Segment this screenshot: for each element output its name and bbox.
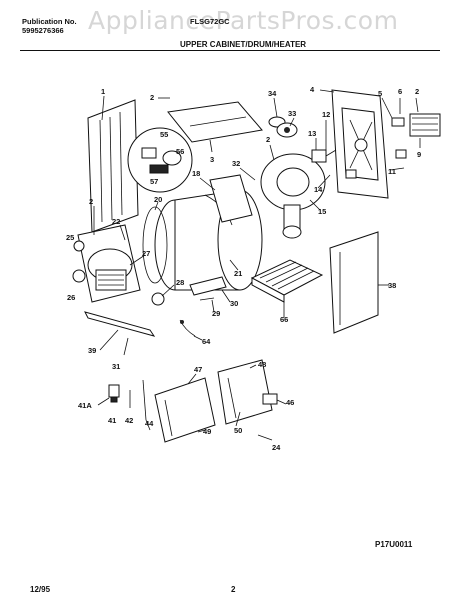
detail-circle-part	[127, 127, 193, 193]
callout-label: 3	[210, 155, 214, 164]
blower-wheel-part	[268, 116, 298, 138]
callout-label: 21	[234, 269, 242, 278]
callout-label: 32	[232, 159, 240, 168]
callout-label: 31	[112, 362, 120, 371]
callout-label: 49	[203, 427, 211, 436]
callout-label: 56	[176, 147, 184, 156]
callout-label: 13	[308, 129, 316, 138]
publication-number: 5995276366	[22, 26, 64, 35]
rear-bulkhead-part	[331, 89, 389, 199]
heater-bracket-part	[189, 276, 227, 301]
model-number: FLSG72GC	[190, 17, 230, 26]
callout-label: 15	[318, 207, 326, 216]
wire-harness-part	[179, 319, 196, 337]
callout-label: 12	[322, 110, 330, 119]
callout-label: 55	[160, 130, 168, 139]
thermostat-part	[311, 149, 337, 163]
callout-label: 66	[280, 315, 288, 324]
drum-part	[154, 174, 263, 291]
sensor-part	[151, 292, 165, 306]
callout-label: 2	[266, 135, 270, 144]
section-title: UPPER CABINET/DRUM/HEATER	[180, 40, 307, 49]
header-rule	[20, 50, 440, 51]
callout-label: 25	[66, 233, 74, 242]
page-number: 2	[231, 585, 236, 594]
bracket-parts	[345, 113, 441, 179]
lint-filter-part	[84, 311, 156, 337]
callout-label: 27	[142, 249, 150, 258]
heater-element-part	[250, 259, 324, 303]
callout-label: 30	[230, 299, 238, 308]
side-panel-part	[329, 231, 379, 334]
callout-label: 42	[125, 416, 133, 425]
callout-label: 2	[150, 93, 154, 102]
back-panel-part	[87, 99, 139, 233]
callout-label: 47	[194, 365, 202, 374]
callout-label: 2	[415, 87, 419, 96]
callout-labels: 1 2 3 4 5 6 2 9 12 13 34 33 2 14 15 11 5…	[66, 85, 421, 452]
roller-parts	[72, 240, 86, 283]
watermark: AppliancePartsPros.com	[88, 6, 399, 35]
blower-housing-part	[260, 153, 326, 239]
callout-label: 26	[67, 293, 75, 302]
callout-label: 11	[388, 167, 396, 176]
callout-label: 44	[145, 419, 154, 428]
callout-label: 1	[101, 87, 105, 96]
callout-label: 38	[388, 281, 396, 290]
callout-label: 33	[288, 109, 296, 118]
callout-label: 14	[314, 185, 323, 194]
callout-label: 50	[234, 426, 242, 435]
small-hardware-parts	[108, 379, 278, 441]
callout-label: 4	[310, 85, 315, 94]
revision-date: 12/95	[30, 585, 51, 594]
cover-panel-part	[217, 359, 273, 425]
callout-label: 41A	[78, 401, 92, 410]
front-bulkhead-part	[77, 224, 141, 303]
callout-label: 64	[202, 337, 211, 346]
callout-label: 34	[268, 89, 277, 98]
callout-label: 41	[108, 416, 116, 425]
callout-label: 5	[378, 89, 382, 98]
callout-label: 2	[89, 197, 93, 206]
callout-label: 6	[398, 87, 402, 96]
drum-belt-part	[142, 206, 168, 284]
callout-label: 29	[212, 309, 220, 318]
callout-label: 20	[154, 195, 162, 204]
leader-lines	[93, 89, 421, 433]
callout-label: 28	[176, 278, 184, 287]
callout-label: 18	[192, 169, 200, 178]
publication-label: Publication No.	[22, 17, 77, 26]
callout-label: 46	[286, 398, 294, 407]
callout-label: 48	[258, 360, 266, 369]
callout-label: 9	[417, 150, 421, 159]
figure-code: P17U0011	[375, 540, 413, 549]
top-panel-part	[167, 101, 263, 143]
callout-label: 24	[272, 443, 281, 452]
callout-label: 57	[150, 177, 158, 186]
callout-label: 39	[88, 346, 96, 355]
callout-label: 22	[112, 217, 120, 226]
